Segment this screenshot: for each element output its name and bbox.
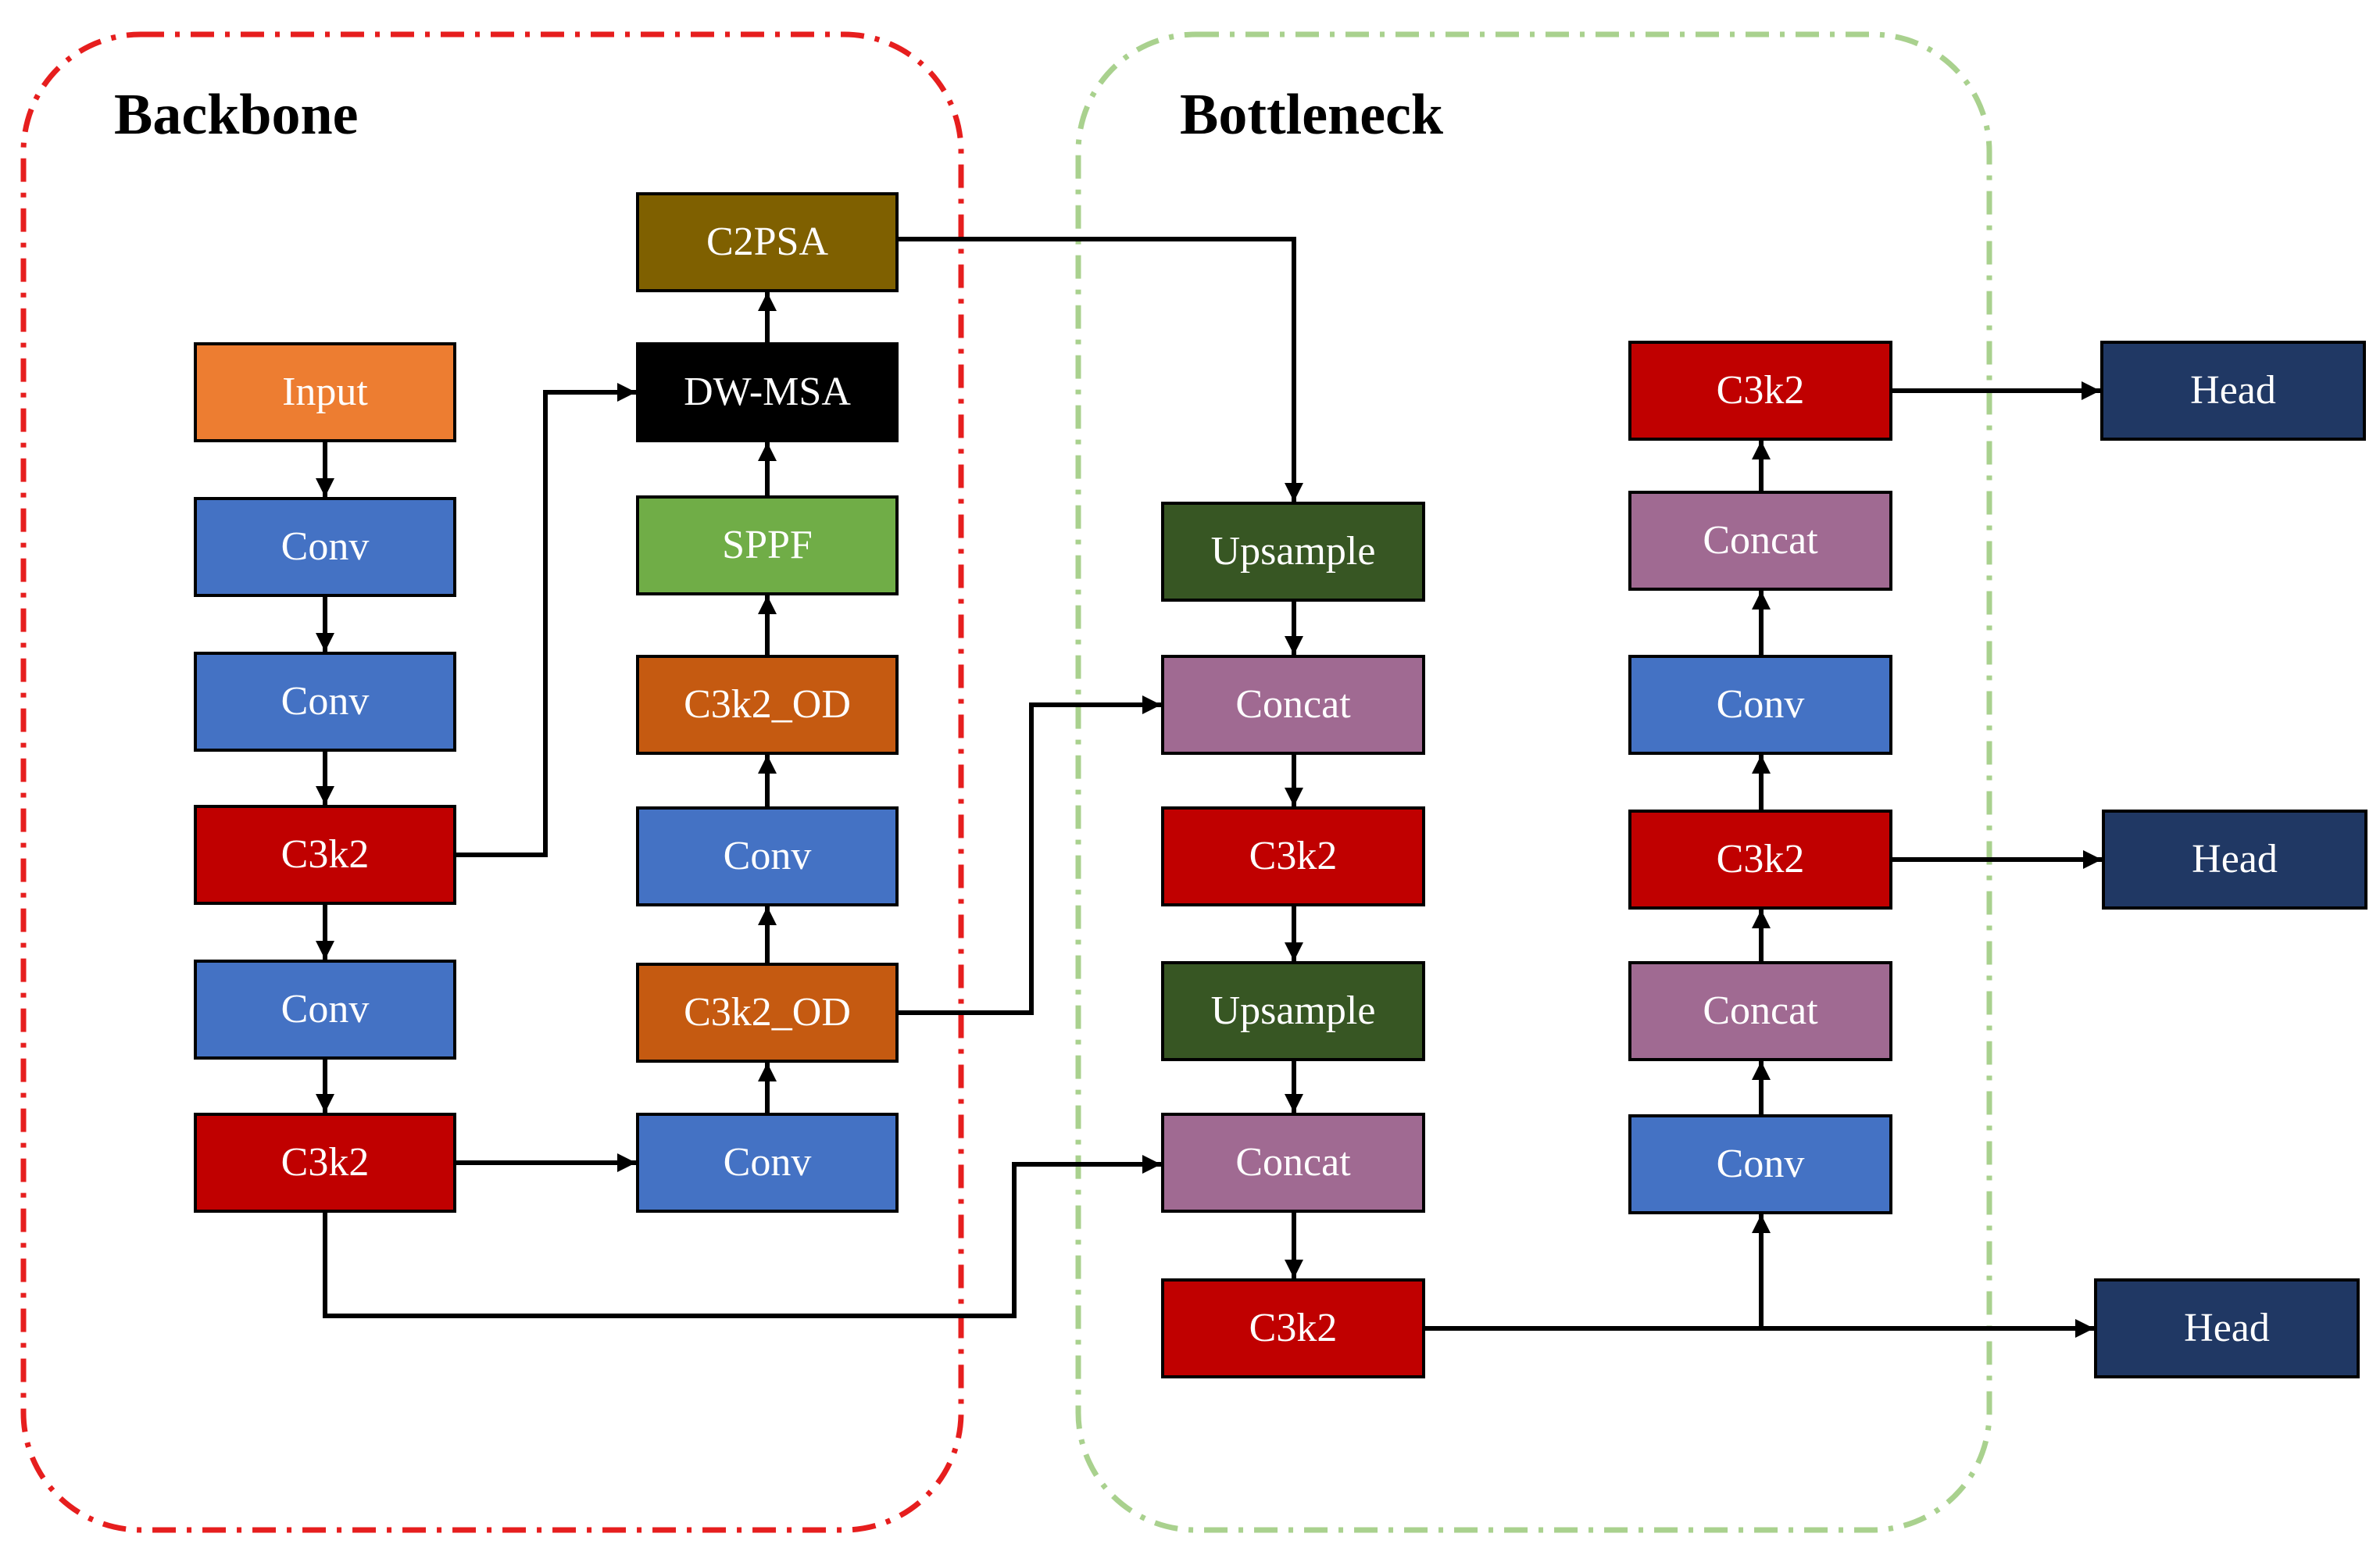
- concat-block-3: Concat: [1628, 961, 1892, 1061]
- head-block-3: Head: [2094, 1278, 2360, 1378]
- input-block: Input: [194, 342, 456, 442]
- backbone-conv-block-4: Conv: [636, 1113, 899, 1213]
- c2psa-block: C2PSA: [636, 192, 899, 292]
- upsample-block-1: Upsample: [1161, 502, 1425, 602]
- backbone-conv-block-2: Conv: [194, 652, 456, 752]
- arrow-b_c3k2_2-to-n_concat2: [323, 1155, 1161, 1318]
- backbone-conv-block-1: Conv: [194, 497, 456, 597]
- backbone-conv-block-5: Conv: [636, 806, 899, 906]
- dw-msa-block: DW-MSA: [636, 342, 899, 442]
- bottleneck-title: Bottleneck: [1180, 83, 1444, 147]
- connection-arrows: [316, 237, 2102, 1338]
- arrow-b_c2psa-to-n_up1: [899, 237, 1303, 502]
- backbone-title: Backbone: [114, 83, 359, 147]
- neck-conv-block-1: Conv: [1628, 1114, 1892, 1214]
- upsample-block-2: Upsample: [1161, 961, 1425, 1061]
- neck-c3k2-block-2: C3k2: [1161, 1278, 1425, 1378]
- concat-block-4: Concat: [1628, 491, 1892, 591]
- bottleneck-region-border: [1075, 31, 1992, 1533]
- concat-block-1: Concat: [1161, 655, 1425, 755]
- backbone-c3k2-block-1: C3k2: [194, 805, 456, 905]
- neck-conv-block-2: Conv: [1628, 655, 1892, 755]
- neck-c3k2-block-4: C3k2: [1628, 341, 1892, 441]
- neck-c3k2-block-3: C3k2: [1628, 810, 1892, 910]
- c3k2-od-block-1: C3k2_OD: [636, 963, 899, 1063]
- concat-block-2: Concat: [1161, 1113, 1425, 1213]
- neck-c3k2-block-1: C3k2: [1161, 806, 1425, 906]
- sppf-block: SPPF: [636, 495, 899, 595]
- head-block-1: Head: [2100, 341, 2366, 441]
- head-block-2: Head: [2102, 810, 2367, 910]
- backbone-conv-block-3: Conv: [194, 960, 456, 1060]
- backbone-c3k2-block-2: C3k2: [194, 1113, 456, 1213]
- arrow-b_c3k2_1-to-b_dwmsa: [456, 383, 636, 857]
- backbone-region-border: [20, 31, 964, 1533]
- c3k2-od-block-2: C3k2_OD: [636, 655, 899, 755]
- arrow-b_c3k2od_1-to-n_concat1: [899, 695, 1161, 1015]
